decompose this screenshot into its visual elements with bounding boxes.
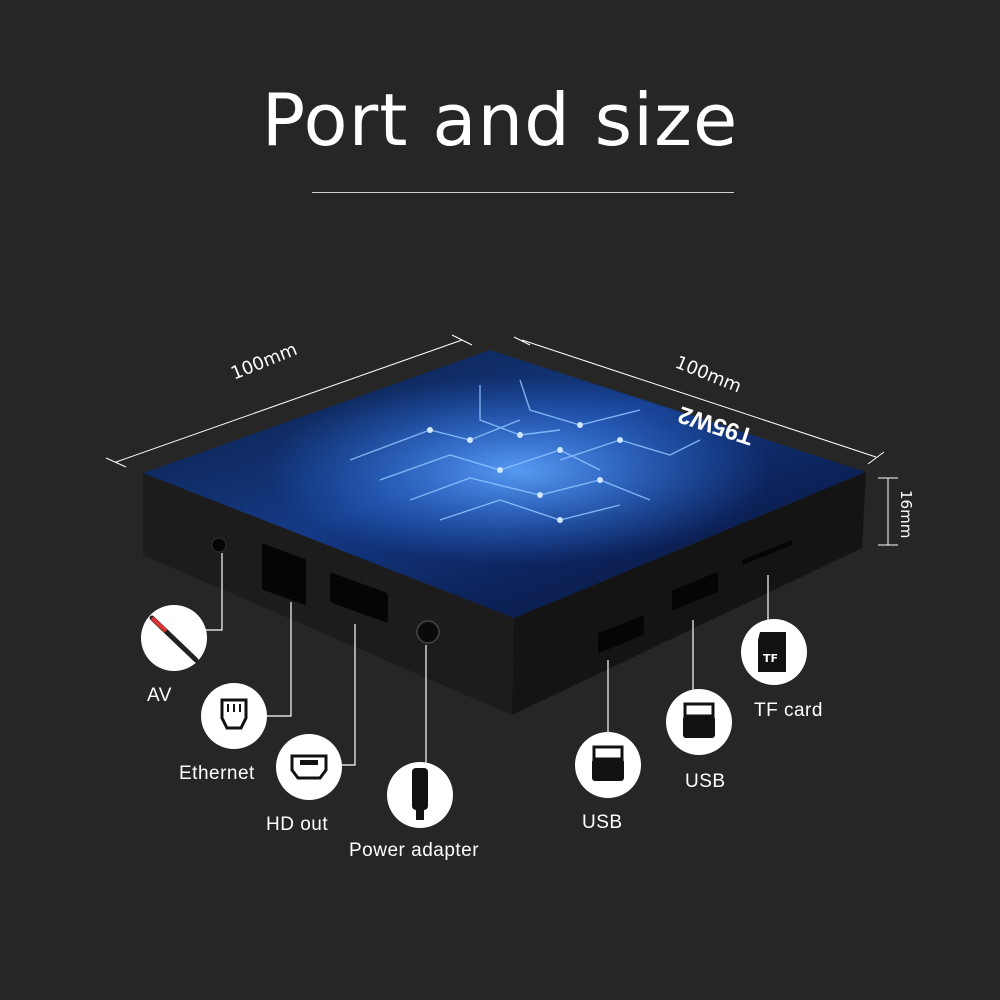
av-port — [211, 537, 227, 553]
width-dimension-line — [115, 339, 463, 463]
title-divider — [312, 192, 734, 193]
hdmi-leader — [338, 624, 356, 766]
port-label-tf: TF card — [754, 700, 823, 721]
tf-card-icon: TF — [741, 619, 807, 685]
height-label: 16mm — [897, 490, 915, 539]
usb-plug-icon — [666, 689, 732, 755]
dc-port — [416, 620, 440, 644]
device-front-face — [143, 473, 514, 715]
page-title: Port and size — [261, 78, 739, 162]
port-label-power: Power adapter — [349, 840, 480, 861]
usb2-port — [598, 614, 644, 654]
tf-slot — [742, 540, 792, 566]
port-label-ethernet: Ethernet — [179, 763, 255, 784]
hdmi-plug-icon — [276, 734, 342, 800]
usb-plug-icon — [575, 732, 641, 798]
port-label-av: AV — [147, 685, 172, 706]
port-label-usb1: USB — [685, 771, 726, 792]
port-label-hdmi: HD out — [266, 814, 329, 835]
ethernet-port — [262, 543, 306, 606]
ethernet-leader — [263, 602, 292, 717]
hdmi-port — [330, 573, 388, 623]
av-cable-icon — [141, 605, 207, 671]
depth-dimension-line — [521, 339, 877, 458]
ethernet-plug-icon — [201, 683, 267, 749]
tf-card-icon-label: TF — [763, 652, 778, 665]
port-label-usb2: USB — [582, 812, 623, 833]
av-leader — [205, 553, 223, 631]
usb1-port — [672, 571, 718, 611]
dc-plug-icon — [387, 762, 453, 828]
